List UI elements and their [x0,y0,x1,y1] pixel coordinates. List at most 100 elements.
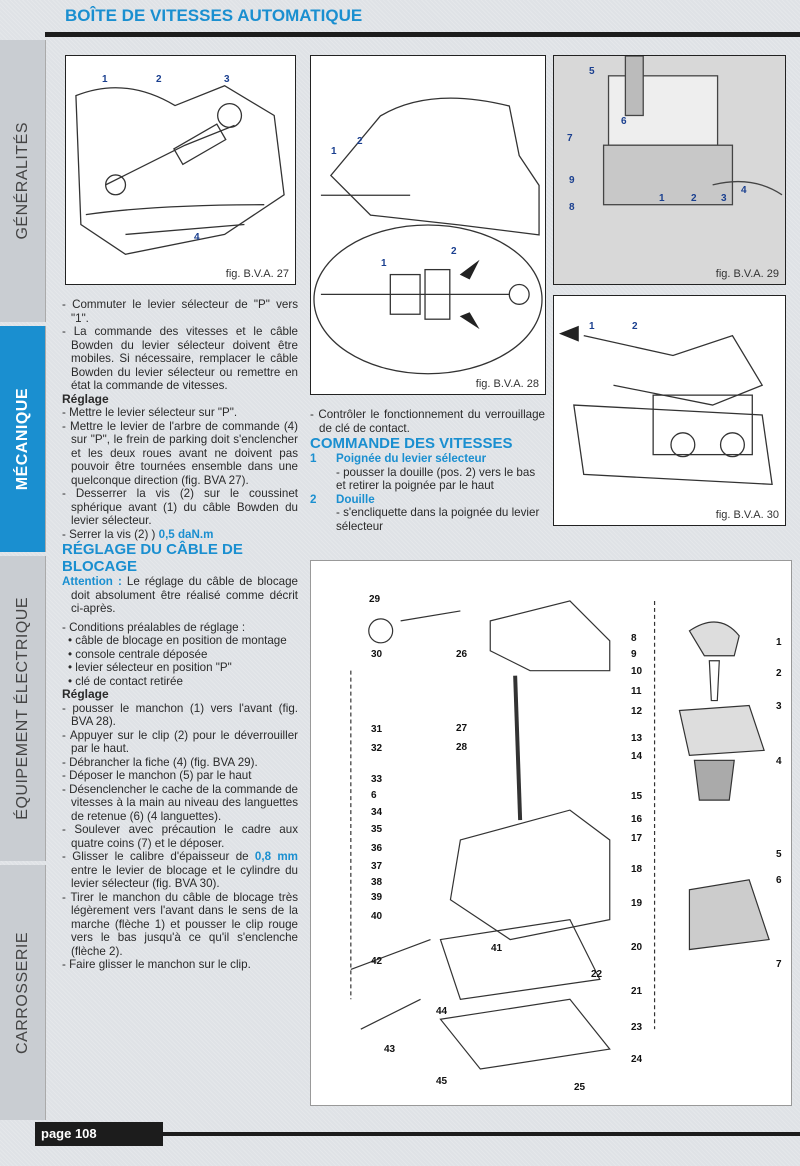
paragraph: - Desserrer la vis (2) sur le coussinet … [62,487,298,527]
part-callout: 16 [631,814,643,825]
part-callout: 29 [369,594,381,605]
callout: 2 [451,246,457,257]
callout: 2 [632,321,638,332]
part-callout: 35 [371,824,383,835]
text: - Glisser le calibre d'épaisseur de [62,850,255,863]
section-heading: COMMANDE DES VITESSES [310,435,513,452]
gauge-value: 0,8 mm [254,850,298,863]
paragraph: - Soulever avec précaution le cadre aux … [62,823,298,850]
tab-label: GÉNÉRALITÉS [13,122,31,240]
part-callout: 45 [436,1076,448,1087]
page-number: page 108 [35,1122,163,1146]
torque-value: 0,5 daN.m [158,527,214,541]
part-callout: 30 [371,649,383,660]
paragraph: - Mettre le levier de l'arbre de command… [62,419,298,487]
paragraph: - pousser le manchon (1) vers l'avant (f… [62,701,298,729]
tab-label: CARROSSERIE [13,931,31,1054]
figure-caption: fig. B.V.A. 30 [715,509,779,521]
callout: 8 [569,202,575,213]
item-number: 2 [310,492,317,506]
callout: 3 [224,74,230,85]
tab-carrosserie[interactable]: CARROSSERIE [0,865,46,1120]
part-callout: 9 [631,649,637,660]
bullet: • console centrale déposée [68,647,208,661]
attention-note: Attention : Le réglage du câble de bloca… [62,575,298,616]
figure-caption: fig. B.V.A. 27 [225,268,289,280]
paragraph: - Conditions préalables de réglage : [62,620,246,634]
callout: 3 [721,193,727,204]
part-callout: 11 [631,686,642,697]
tab-label: MÉCANIQUE [13,387,31,491]
paragraph: - Désenclencher le cache de la commande … [62,782,298,823]
part-callout: 36 [371,843,383,854]
callout: 2 [691,193,697,204]
middle-text-column: - Contrôler le fonctionnement du verroui… [310,408,545,533]
figure-bva-29: 5 6 7 9 8 1 2 3 4 fig. B.V.A. 29 [553,55,786,285]
callout: 1 [589,321,595,332]
callout: 9 [569,175,575,186]
figure-caption: fig. B.V.A. 29 [715,268,779,280]
callout: 6 [621,116,627,127]
part-callout: 20 [631,942,643,953]
part-callout: 28 [456,742,468,753]
callout: 5 [589,66,595,77]
part-callout: 15 [631,791,643,802]
part-callout: 3 [776,701,782,712]
callout: 4 [194,232,200,243]
callout: 7 [567,133,573,144]
part-callout: 19 [631,898,643,909]
part-callout: 5 [776,849,782,860]
part-callout: 6 [371,790,377,801]
tab-label: ÉQUIPEMENT ÉLECTRIQUE [13,597,31,820]
part-callout: 41 [491,943,503,954]
paragraph: - Commuter le levier sélecteur de "P" ve… [62,298,298,325]
paragraph: - Serrer la vis (2) ) 0,5 daN.m [62,528,298,542]
part-callout: 4 [776,756,782,767]
paragraph: - Faire glisser le manchon sur le clip. [62,958,251,971]
paragraph: - Tirer le manchon du câble de blocage t… [62,890,298,958]
left-text-column: - Commuter le levier sélecteur de "P" ve… [62,298,298,972]
text: - Serrer la vis (2) ) [62,527,159,541]
paragraph: - Appuyer sur le clip (2) pour le déverr… [62,728,298,756]
part-callout: 23 [631,1022,643,1033]
callout: 1 [659,193,665,204]
part-callout: 14 [631,751,643,762]
page-header-title: BOÎTE DE VITESSES AUTOMATIQUE [65,6,363,25]
part-callout: 18 [631,864,643,875]
paragraph: - Contrôler le fonctionnement du verroui… [310,408,545,435]
callout: 1 [331,146,337,157]
part-callout: 38 [371,877,383,888]
part-callout: 37 [371,861,383,872]
paragraph: - La commande des vitesses et le câble B… [62,325,298,392]
selector-photo [602,56,783,206]
item-text: - pousser la douille (pos. 2) vers le ba… [336,465,536,493]
paragraph: - Mettre le levier sélecteur sur "P". [62,406,238,419]
text: Le réglage du câble de blocage doit abso… [71,575,298,615]
part-callout: 13 [631,733,643,744]
part-callout: 12 [631,706,643,717]
bullet: • câble de blocage en position de montag… [68,634,287,647]
subheading-reglage: Réglage [62,391,109,406]
section-heading: RÉGLAGE DU CÂBLE DE BLOCAGE [62,541,243,575]
attention-label: Attention : [62,575,127,588]
tab-generalites[interactable]: GÉNÉRALITÉS [0,40,46,322]
callout: 2 [156,74,162,85]
paragraph: - Glisser le calibre d'épaisseur de 0,8 … [62,850,298,891]
subheading-reglage: Réglage [62,687,109,701]
callout: 2 [357,136,363,147]
part-callout: 31 [371,724,383,735]
paragraph: - Déposer le manchon (5) par le haut [62,769,252,782]
part-callout: 8 [631,633,637,644]
item-text: - s'encliquette dans la poignée du levie… [336,506,540,533]
part-callout: 6 [776,875,782,886]
part-callout: 44 [436,1006,448,1017]
part-callout: 33 [371,774,383,785]
cable-sleeve-drawing [313,97,543,375]
callout: 4 [741,185,747,196]
part-callout: 39 [371,892,383,903]
part-callout: 32 [371,743,383,754]
tab-mecanique[interactable]: MÉCANIQUE [0,326,46,552]
part-callout: 10 [631,666,643,677]
tab-equipement-electrique[interactable]: ÉQUIPEMENT ÉLECTRIQUE [0,556,46,861]
